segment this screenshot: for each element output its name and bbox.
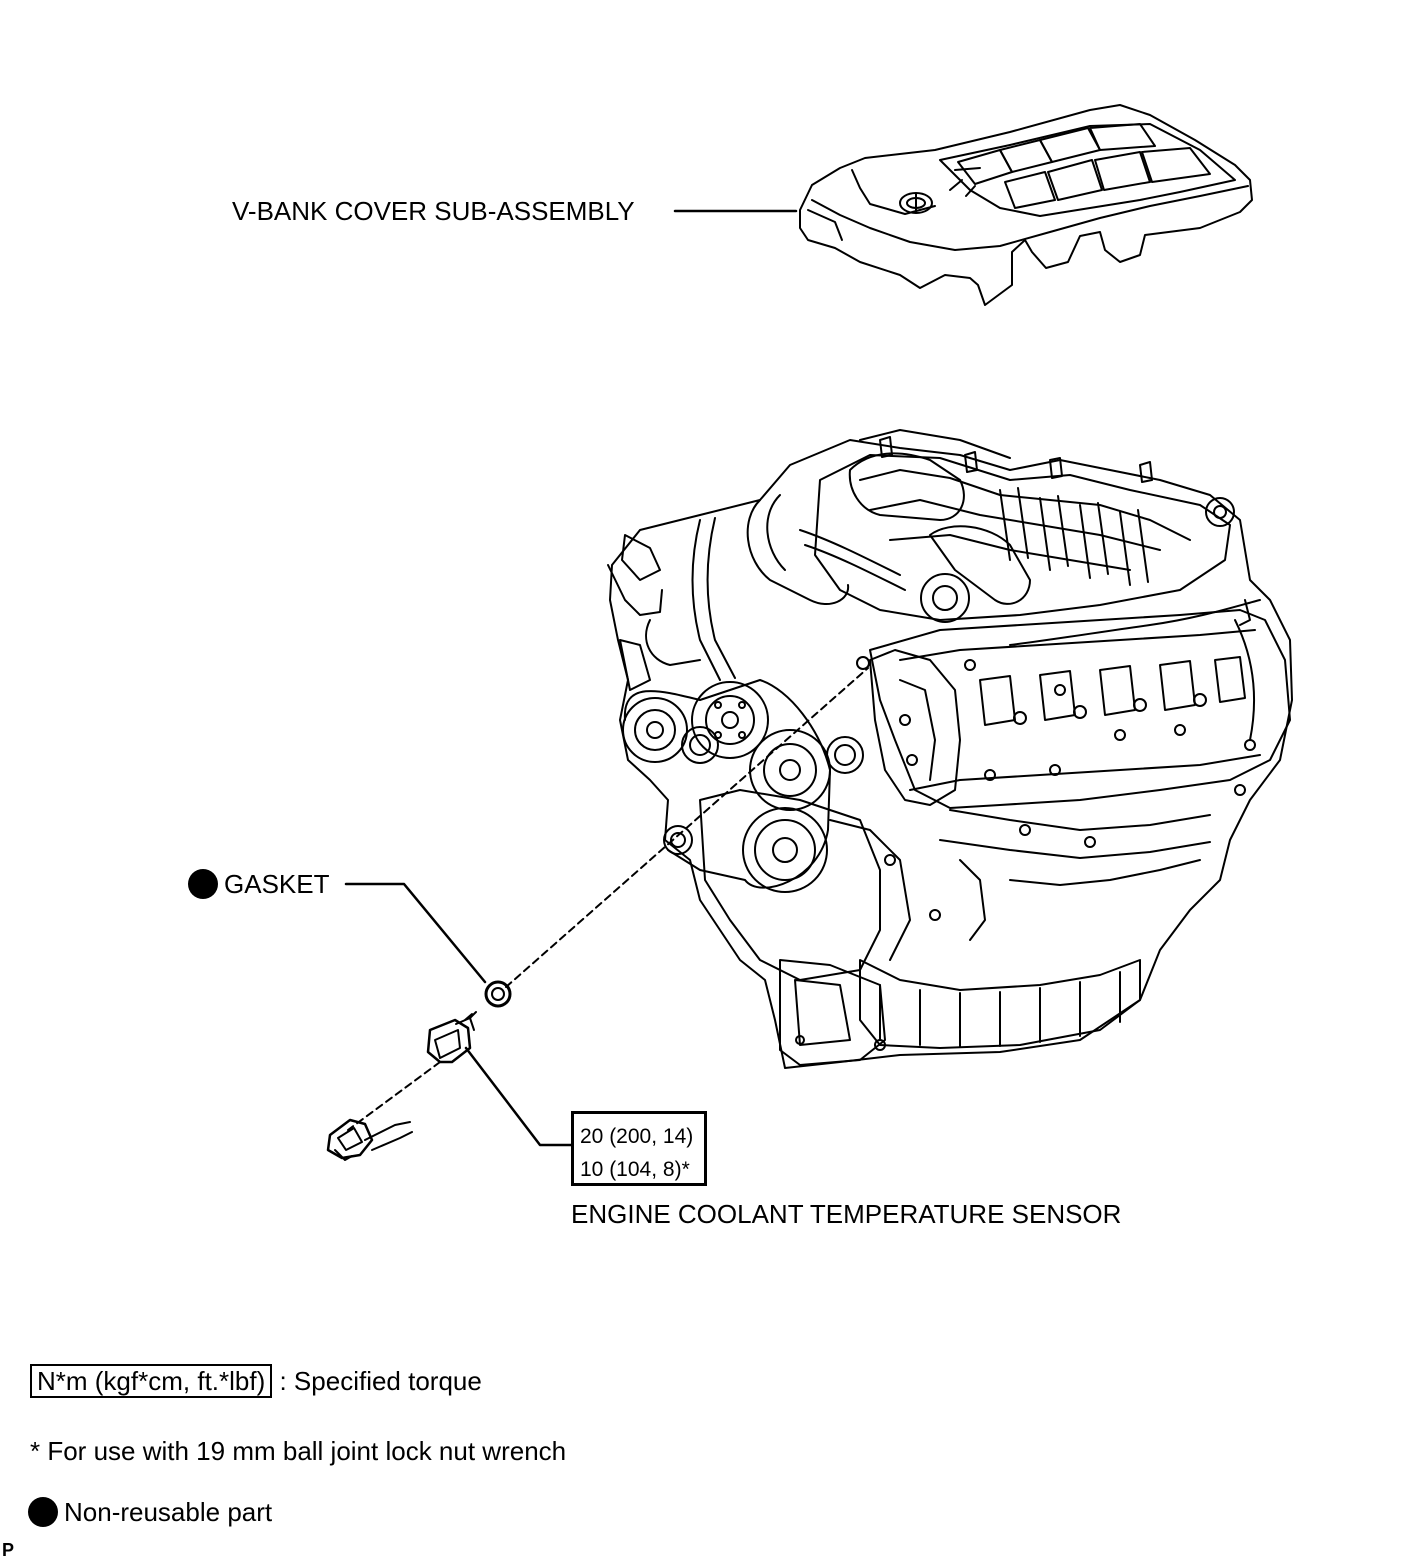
vbank-cover-label: V-BANK COVER SUB-ASSEMBLY <box>232 196 635 226</box>
legend-non-reusable-text: Non-reusable part <box>64 1497 273 1527</box>
legend-torque: N*m (kgf*cm, ft.*lbf) : Specified torque <box>30 1364 482 1398</box>
coolant-sensor-drawing <box>426 1011 477 1064</box>
corner-mark: P <box>2 1540 15 1560</box>
legend-non-reusable: Non-reusable part <box>28 1497 272 1527</box>
leader-lines <box>344 209 798 1147</box>
sensor-label: ENGINE COOLANT TEMPERATURE SENSOR <box>571 1199 1122 1229</box>
torque-spec-box: 20 (200, 14) 10 (104, 8)* <box>571 1111 707 1186</box>
pulley-group <box>622 681 864 893</box>
gasket-drawing <box>484 980 512 1008</box>
torque-primary: 20 (200, 14) <box>580 1125 694 1148</box>
legend-torque-unit: N*m (kgf*cm, ft.*lbf) <box>30 1364 273 1398</box>
engine-block-drawing <box>607 429 1293 1069</box>
filled-circle-icon <box>28 1497 58 1527</box>
legend-footnote: * For use with 19 mm ball joint lock nut… <box>30 1436 567 1466</box>
torque-alternate: 10 (104, 8)* <box>580 1158 690 1181</box>
gasket-label: GASKET <box>224 869 330 899</box>
connector-drawing <box>326 1118 413 1161</box>
installation-lines <box>347 667 869 1131</box>
gasket-callout: GASKET <box>188 869 329 899</box>
legend-torque-desc: : Specified torque <box>279 1366 482 1396</box>
vbank-cover-drawing <box>799 104 1253 306</box>
non-reusable-icon <box>188 869 218 899</box>
